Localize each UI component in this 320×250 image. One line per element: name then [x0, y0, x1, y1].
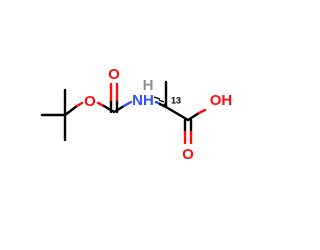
alpha-carbon-group [153, 80, 190, 122]
atom-label-nh: NH [132, 92, 154, 109]
bond-c-n [112, 104, 126, 114]
chemical-structure: O O NH H 13 OH O [40, 66, 233, 163]
bond-tbu-c-o-red [75, 101, 84, 108]
bond-alpha-carboxyl [164, 105, 190, 122]
bond-o-c [102, 104, 116, 114]
atom-label-o-carbamate-carbonyl: O [108, 66, 120, 83]
atom-label-oh: OH [210, 92, 233, 109]
tert-butyl-group [40, 88, 84, 142]
atom-label-o-acid-carbonyl: O [182, 146, 194, 163]
isotope-label-13: 13 [171, 95, 181, 105]
bond-c-n-blue [122, 100, 133, 108]
atom-label-h-stereo: H [143, 77, 154, 94]
bond-c-oh-red [197, 108, 207, 115]
bond-tbu-c-o [63, 104, 79, 117]
carbamate-group [96, 82, 133, 114]
atom-label-o-ester: O [84, 93, 96, 110]
hashed-stereo-bond [153, 96, 168, 106]
bond-c-oh [186, 111, 201, 122]
carboxylic-acid-group [183, 108, 207, 145]
